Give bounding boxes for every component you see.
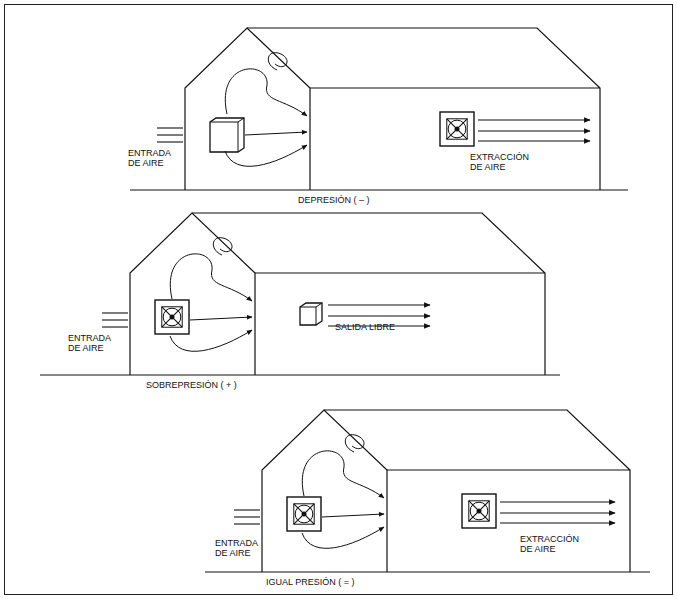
caption-label: DEPRESIÓN ( – )	[298, 195, 418, 205]
fan-housing	[287, 497, 321, 531]
house-roof	[324, 410, 630, 572]
house-gable	[185, 28, 310, 190]
fan-blade	[162, 307, 182, 327]
fan-frame	[294, 504, 314, 524]
inflow-line	[234, 516, 260, 517]
inflow-line	[157, 127, 183, 128]
outflow-arrow	[328, 304, 430, 305]
outflow-arrow	[328, 315, 430, 316]
fan-blade	[447, 119, 467, 139]
fan-housing	[155, 300, 189, 334]
caption-label: ENTRADA DE AIRE	[128, 148, 180, 168]
airflow-path	[302, 527, 384, 548]
house-roof	[192, 213, 545, 375]
house-gable	[130, 213, 255, 375]
ground-line	[205, 571, 650, 572]
caption-label: SALIDA LIBRE	[335, 322, 415, 332]
caption-label: ENTRADA DE AIRE	[215, 538, 267, 558]
airflow-swirl	[345, 435, 364, 452]
fan-housing	[462, 494, 496, 528]
inflow-line	[157, 141, 183, 142]
outflow-arrow	[500, 501, 615, 502]
inflow-line	[234, 509, 260, 510]
fan-blade	[469, 501, 489, 521]
inflow-line	[102, 326, 128, 327]
fan-hub	[170, 315, 175, 320]
airflow-path	[225, 69, 307, 116]
fan-blade	[162, 307, 182, 327]
inflow-line	[102, 312, 128, 313]
fan-blade	[469, 501, 489, 521]
vent-opening	[300, 303, 322, 325]
ground-line	[130, 189, 628, 190]
airflow-path	[170, 254, 252, 301]
frame	[5, 5, 673, 595]
caption-label: ENTRADA DE AIRE	[68, 333, 120, 353]
airflow-path	[170, 330, 252, 351]
airflow-path	[225, 145, 307, 166]
fan-frame	[469, 501, 489, 521]
house-roof	[247, 28, 600, 190]
caption-label: IGUAL PRESIÓN ( = )	[266, 577, 406, 587]
airflow-swirl	[268, 53, 287, 70]
airflow-path	[245, 132, 307, 135]
airflow-swirl	[213, 238, 232, 255]
outflow-arrow	[478, 119, 590, 120]
fan-hub	[302, 512, 307, 517]
caption-label: EXTRACCIÓN DE AIRE	[470, 152, 534, 172]
outflow-arrow	[500, 512, 615, 513]
outflow-arrow	[478, 130, 590, 131]
outflow-arrow	[478, 140, 590, 141]
fan-blade	[294, 504, 314, 524]
airflow-path	[322, 514, 384, 517]
fan-hub	[455, 127, 460, 132]
fan-housing	[440, 112, 474, 146]
caption-label: SOBREPRESIÓN ( + )	[146, 380, 286, 390]
caption-label: EXTRACCIÓN DE AIRE	[520, 534, 584, 554]
fan-frame	[162, 307, 182, 327]
fan-frame	[447, 119, 467, 139]
house-gable	[262, 410, 387, 572]
vent-frame	[210, 118, 244, 152]
fan-hub	[477, 509, 482, 514]
vent-frame	[300, 303, 322, 325]
outflow-arrow	[500, 522, 615, 523]
airflow-path	[302, 451, 384, 498]
inflow-line	[234, 523, 260, 524]
inflow-line	[157, 134, 183, 135]
ground-line	[40, 374, 560, 375]
airflow-path	[190, 317, 252, 320]
inflow-line	[102, 319, 128, 320]
fan-blade	[294, 504, 314, 524]
vent-opening	[210, 118, 244, 152]
fan-blade	[447, 119, 467, 139]
